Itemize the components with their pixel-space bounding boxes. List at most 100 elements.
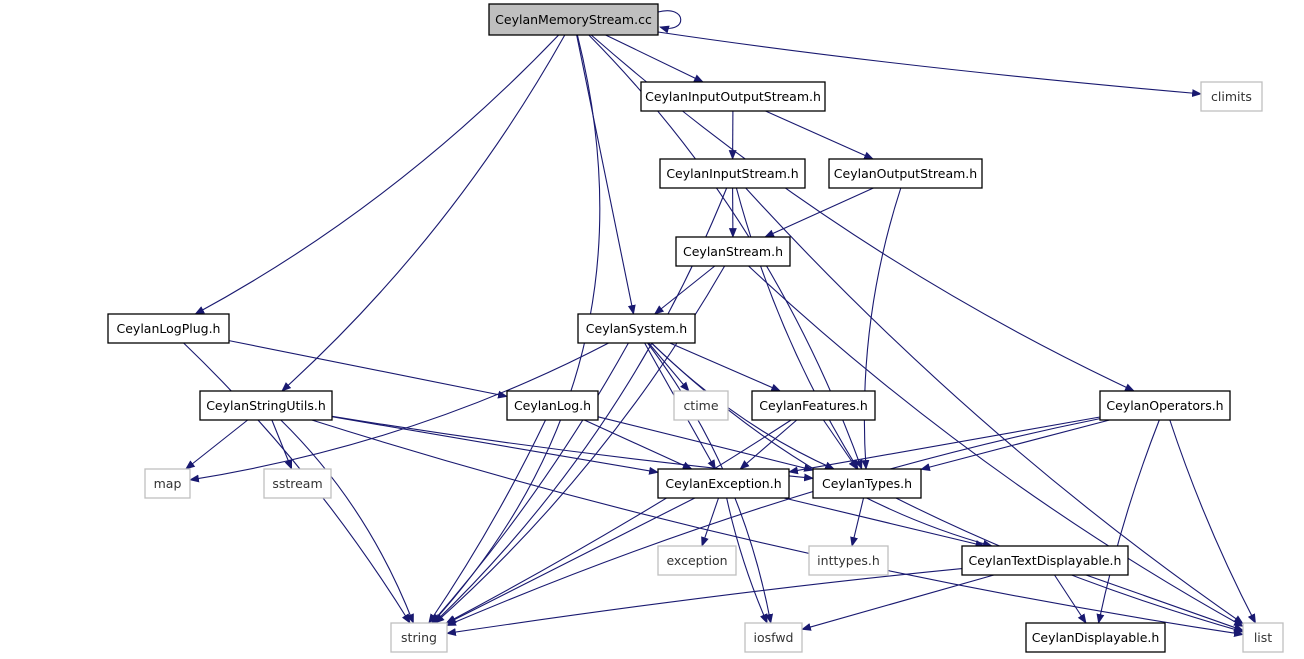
- edge-textdisp-to-disp: [1054, 574, 1087, 624]
- edge-operators-to-string: [446, 418, 1101, 627]
- node-label: CeylanOperators.h: [1106, 398, 1223, 413]
- edge-system-to-ctime: [648, 342, 690, 392]
- node-sstream[interactable]: sstream: [263, 468, 332, 499]
- node-ceylanoutputstream-h[interactable]: CeylanOutputStream.h: [828, 158, 983, 189]
- node-ceylantypes-h[interactable]: CeylanTypes.h: [812, 468, 922, 499]
- node-box: [107, 313, 230, 344]
- node-box: [828, 158, 983, 189]
- node-box: [673, 390, 729, 421]
- node-label: sstream: [272, 476, 322, 491]
- node-climits[interactable]: climits: [1200, 81, 1263, 112]
- edge-os-to-types: [861, 187, 902, 470]
- node-label: CeylanStream.h: [683, 244, 783, 259]
- node-label: CeylanOutputStream.h: [834, 166, 977, 181]
- edge-root-to-system: [576, 34, 636, 315]
- edge-operators-to-exception_h: [788, 416, 1101, 475]
- edge-operators-to-list: [1169, 419, 1256, 624]
- edge-stream-to-system: [653, 265, 716, 315]
- edge-layer: [183, 10, 1256, 638]
- node-box: [744, 622, 803, 653]
- node-label: CeylanSystem.h: [586, 321, 687, 336]
- node-box: [488, 3, 659, 36]
- node-label: ctime: [683, 398, 718, 413]
- edge-stream-to-list: [748, 265, 1244, 627]
- node-box: [390, 622, 448, 653]
- node-box: [1200, 81, 1263, 112]
- node-label: CeylanFeatures.h: [759, 398, 868, 413]
- node-box: [675, 236, 791, 267]
- node-inttypes-h[interactable]: inttypes.h: [808, 545, 889, 576]
- node-box: [812, 468, 922, 499]
- edge-strutils-to-sstream: [271, 419, 293, 470]
- node-label: string: [401, 630, 437, 645]
- edge-types-to-inttypes: [850, 497, 865, 547]
- node-box: [751, 390, 876, 421]
- node-box: [199, 390, 333, 421]
- node-ceylanlogplug-h[interactable]: CeylanLogPlug.h: [107, 313, 230, 344]
- node-label: CeylanTextDisplayable.h: [969, 553, 1122, 568]
- edge-exception_h-to-textdisp: [783, 497, 986, 548]
- edge-features-to-string: [445, 419, 792, 624]
- node-label: CeylanLog.h: [514, 398, 591, 413]
- node-label: iosfwd: [754, 630, 794, 645]
- node-label: CeylanInputStream.h: [666, 166, 798, 181]
- edge-exception_h-to-string: [446, 497, 696, 624]
- node-label: exception: [666, 553, 727, 568]
- node-ceylaninputstream-h[interactable]: CeylanInputStream.h: [659, 158, 806, 189]
- node-ceylanmemorystream-cc[interactable]: CeylanMemoryStream.cc: [488, 3, 659, 36]
- edge-system-to-string: [431, 342, 629, 624]
- node-layer: CeylanMemoryStream.ccCeylanInputOutputSt…: [107, 3, 1284, 653]
- edge-strutils-to-exception_h: [331, 416, 659, 475]
- edge-os-to-stream: [764, 187, 874, 238]
- node-iosfwd[interactable]: iosfwd: [744, 622, 803, 653]
- edge-root-to-string: [431, 34, 601, 624]
- node-ceylanfeatures-h[interactable]: CeylanFeatures.h: [751, 390, 876, 421]
- node-list[interactable]: list: [1242, 622, 1284, 653]
- edge-system-to-features: [669, 342, 782, 392]
- node-ceylanexception-h[interactable]: CeylanException.h: [657, 468, 790, 499]
- edge-textdisp-to-string: [446, 568, 963, 636]
- node-box: [808, 545, 889, 576]
- node-ceylanoperators-h[interactable]: CeylanOperators.h: [1099, 390, 1231, 421]
- node-label: list: [1254, 630, 1272, 645]
- node-exception[interactable]: exception: [657, 545, 737, 576]
- node-label: CeylanLogPlug.h: [117, 321, 221, 336]
- node-box: [961, 545, 1129, 576]
- node-ceylanstringutils-h[interactable]: CeylanStringUtils.h: [199, 390, 333, 421]
- edge-log-to-exception_h: [584, 419, 693, 470]
- edge-logplug-to-log: [228, 340, 508, 399]
- node-ctime[interactable]: ctime: [673, 390, 729, 421]
- node-box: [657, 545, 737, 576]
- node-label: CeylanMemoryStream.cc: [495, 12, 652, 27]
- edge-textdisp-to-list: [1085, 574, 1244, 632]
- edge-exception_h-to-iosfwd: [726, 497, 768, 624]
- node-label: inttypes.h: [817, 553, 880, 568]
- edge-operators-to-types: [920, 419, 1110, 471]
- node-label: CeylanDisplayable.h: [1032, 630, 1160, 645]
- node-ceylantextdisplayable-h[interactable]: CeylanTextDisplayable.h: [961, 545, 1129, 576]
- node-ceylansystem-h[interactable]: CeylanSystem.h: [577, 313, 696, 344]
- edge-root-to-ios: [605, 34, 704, 83]
- edge-ios-to-os: [765, 110, 874, 160]
- node-ceylaninputoutputstream-h[interactable]: CeylanInputOutputStream.h: [640, 81, 826, 112]
- edge-is-to-list: [745, 187, 1244, 625]
- node-string[interactable]: string: [390, 622, 448, 653]
- edge-log-to-types: [597, 416, 814, 472]
- node-label: CeylanInputOutputStream.h: [645, 89, 821, 104]
- edge-root-to-strutils: [281, 34, 566, 392]
- node-ceylandisplayable-h[interactable]: CeylanDisplayable.h: [1025, 622, 1166, 653]
- node-ceylanstream-h[interactable]: CeylanStream.h: [675, 236, 791, 267]
- node-box: [640, 81, 826, 112]
- node-box: [1025, 622, 1166, 653]
- node-label: CeylanException.h: [665, 476, 781, 491]
- node-ceylanlog-h[interactable]: CeylanLog.h: [506, 390, 599, 421]
- node-box: [506, 390, 599, 421]
- edge-root-to-climits: [657, 31, 1202, 98]
- edge-root-to-root: [657, 10, 682, 34]
- node-map[interactable]: map: [144, 468, 191, 499]
- edge-strutils-to-string: [280, 419, 414, 624]
- node-box: [144, 468, 191, 499]
- node-box: [577, 313, 696, 344]
- node-box: [263, 468, 332, 499]
